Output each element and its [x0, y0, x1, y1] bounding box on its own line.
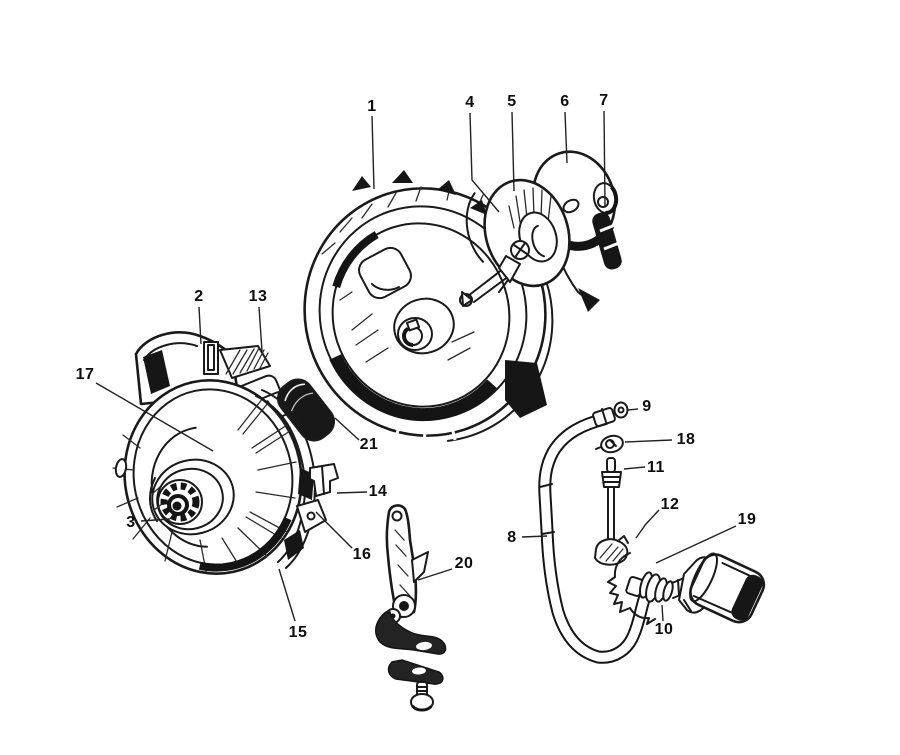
- leader-line-1: [371, 115, 375, 190]
- part-20-lever-assembly: [375, 504, 447, 712]
- leader-line-13: [258, 306, 263, 352]
- part-callout-1: 1: [367, 98, 377, 115]
- flywheel-hub: [393, 297, 455, 355]
- leader-line-20: [417, 568, 453, 581]
- part-callout-20: 20: [454, 555, 474, 572]
- part-callout-19: 19: [737, 511, 757, 528]
- part-callout-17: 17: [75, 366, 95, 383]
- leader-line-12: [635, 509, 660, 539]
- part-12-terminal-blob: [594, 535, 629, 566]
- leader-line-11: [623, 466, 646, 470]
- lever-wing: [411, 551, 429, 583]
- part-19-connector-clip: [607, 552, 656, 625]
- part-callout-6: 6: [560, 93, 570, 110]
- part-callout-12: 12: [660, 496, 680, 513]
- spark-plug-boot: [689, 552, 766, 624]
- part-callout-2: 2: [194, 288, 204, 305]
- part-16-bracket: [296, 499, 327, 533]
- part-callout-9: 9: [642, 398, 652, 415]
- part-15-cover-rim: [126, 382, 300, 572]
- leader-line-10: [661, 604, 664, 622]
- part-callout-7: 7: [599, 92, 609, 109]
- leader-line-5: [511, 111, 515, 192]
- part-5-pulley-disc: [483, 178, 571, 293]
- part-callout-13: 13: [248, 288, 268, 305]
- part-callout-18: 18: [676, 431, 696, 448]
- part-callout-3: 3: [126, 514, 136, 531]
- flywheel-cam-tabs: [352, 170, 487, 215]
- part-callout-11: 11: [647, 459, 665, 476]
- leader-line-6: [564, 111, 568, 164]
- leader-line-3: [140, 518, 171, 522]
- part-callout-15: 15: [288, 624, 308, 641]
- leader-line-18: [624, 439, 673, 443]
- part-callout-14: 14: [368, 483, 388, 500]
- part-callout-16: 16: [352, 546, 372, 563]
- ht-cable-assembly-drawing: [538, 401, 766, 664]
- interior-shading: [339, 291, 475, 363]
- plate-left-tab: [114, 458, 128, 478]
- part-callout-8: 8: [507, 529, 517, 546]
- leader-line-21: [334, 417, 360, 441]
- part-callout-21: 21: [359, 436, 379, 453]
- part-4-washer: [465, 180, 543, 276]
- part-callout-5: 5: [507, 93, 517, 110]
- leader-line-16: [315, 511, 353, 549]
- part-callout-10: 10: [654, 621, 674, 638]
- part-10-knurled-sleeve: [625, 571, 686, 603]
- leader-line-9: [627, 408, 639, 411]
- leader-line-17: [95, 382, 214, 452]
- hatching: [225, 347, 269, 375]
- part-21-ignition-coil: [276, 378, 336, 442]
- part-3-bearing-hub: [149, 458, 235, 536]
- flywheel-shadow-band: [319, 210, 523, 422]
- lever-foot-cam: [375, 611, 447, 655]
- part-18-cap-nut: [595, 434, 624, 454]
- leader-line-15: [278, 568, 296, 622]
- part-7-retaining-clip: [591, 181, 622, 270]
- part-13-brush-block: [219, 345, 271, 379]
- leader-line-19: [655, 525, 737, 564]
- flywheel-lug: [505, 360, 547, 418]
- lever-bolt: [409, 681, 435, 712]
- leader-line-4: [469, 112, 500, 213]
- leader-line-7: [603, 110, 606, 208]
- leader-lines-layer: [95, 110, 737, 622]
- part-callout-4: 4: [465, 94, 475, 111]
- flywheel-window: [358, 246, 412, 300]
- housing-shadow-wedge: [143, 350, 170, 394]
- stator-cover-assembly-drawing: [112, 331, 339, 575]
- leader-line-8: [521, 535, 548, 538]
- leader-line-14: [336, 491, 368, 494]
- part-1-flywheel-drawing: [303, 170, 554, 446]
- leader-line-2: [198, 306, 202, 345]
- part-11-terminal-screw: [601, 457, 622, 542]
- lever-arm: [385, 504, 418, 620]
